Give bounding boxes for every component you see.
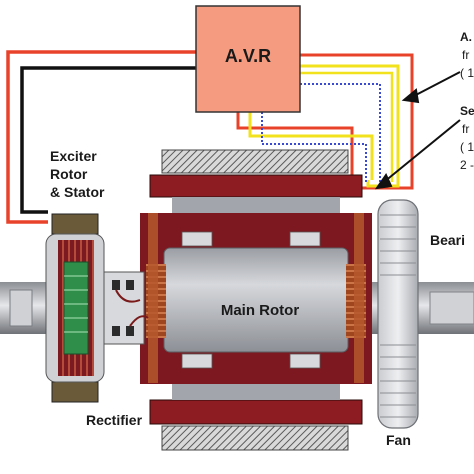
shaft-end-left [9, 289, 33, 327]
annotation-top-line1: A. [460, 30, 472, 44]
shaft-end-right [429, 291, 474, 325]
fan-disc [377, 199, 419, 429]
stator-band-top [172, 197, 340, 213]
annotation-top-line2: fr [462, 48, 470, 62]
stator-winding-top [149, 174, 363, 198]
black-wire [20, 66, 196, 214]
red-wire-bottom [236, 112, 354, 188]
annotation-mid-line1: Se [460, 104, 474, 118]
blue-wire-1 [261, 112, 367, 182]
rectifier-diodes [112, 280, 134, 336]
stator-winding-bottom [149, 399, 363, 425]
exciter-green-core [63, 261, 89, 355]
exciter-label-line1: Exciter [50, 148, 97, 164]
exciter-label-line2: Rotor [50, 166, 88, 182]
annotation-mid-line4: 2 - [460, 158, 474, 172]
avr-label: A.V.R [224, 46, 272, 66]
stator-slots [181, 231, 321, 369]
avr-box [195, 5, 301, 113]
blue-wire-2 [300, 83, 381, 182]
exciter-stator-top [51, 213, 99, 235]
fan-blades [380, 214, 416, 418]
rectifier-body [103, 271, 145, 345]
annotation-mid-line3: ( 1 [460, 140, 474, 154]
stator-core-top [161, 149, 349, 174]
fan-label: Fan [386, 432, 411, 448]
bearing-label: Beari [430, 232, 466, 248]
yellow-wire-3 [248, 112, 374, 180]
main-rotor-body [163, 247, 349, 353]
red-wire-right [300, 53, 414, 190]
yellow-wire-1 [300, 64, 400, 188]
stator-band-bottom [172, 384, 340, 400]
exciter-label-line3: & Stator [50, 184, 105, 200]
annotation-arrows [374, 71, 461, 190]
red-wire-outer [6, 50, 196, 224]
main-rotor-label: Main Rotor [220, 302, 300, 319]
rectifier-label: Rectifier [86, 412, 143, 428]
exciter-stator-bottom [51, 381, 99, 403]
annotation-top-line3: ( 1 [460, 66, 474, 80]
yellow-wire-2 [300, 71, 394, 182]
annotation-mid-line2: fr [462, 122, 470, 136]
stator-core-bottom [161, 425, 349, 451]
control-wires [6, 50, 414, 224]
